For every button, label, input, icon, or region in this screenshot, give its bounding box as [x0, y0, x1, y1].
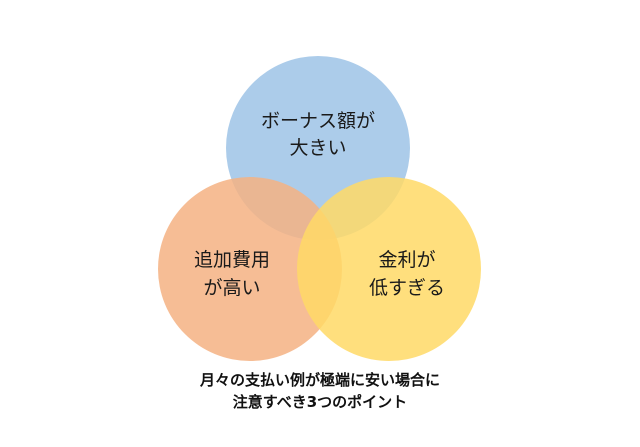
- label-bonus-line-1: ボーナス額が: [261, 110, 375, 132]
- label-extra-cost-line-2: が高い: [203, 277, 260, 299]
- label-interest-line-2: 低すぎる: [369, 277, 445, 299]
- caption-line-2: 注意すべき3つのポイント: [232, 393, 408, 411]
- label-extra-cost-line-1: 追加費用: [194, 249, 270, 271]
- label-bonus-line-2: 大きい: [289, 137, 346, 159]
- caption-line-1: 月々の支払い例が極端に安い場合に: [199, 371, 440, 389]
- circle-interest-rate-low: [297, 177, 481, 361]
- label-interest-line-1: 金利が: [378, 249, 435, 271]
- circle-extra-cost-high: [158, 177, 342, 361]
